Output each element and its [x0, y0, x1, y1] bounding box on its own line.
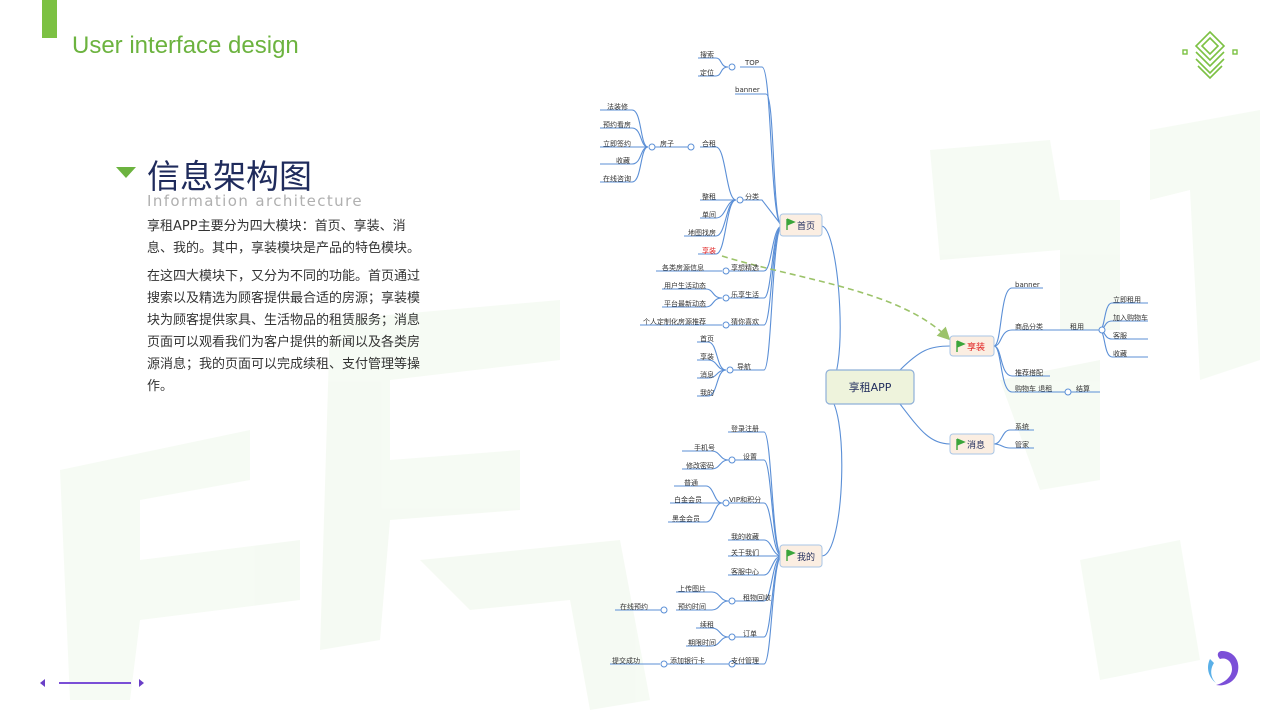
node-payment: 支付管理 — [731, 656, 759, 665]
node-select: 享想精选 — [731, 263, 759, 272]
node-nav-xz: 享装 — [700, 352, 714, 361]
description-paragraph-2: 在这四大模块下，又分为不同的功能。首页通过搜索以及精选为顾客提供最合适的房源；享… — [147, 269, 421, 394]
node-map-search: 地图找房 — [688, 228, 716, 237]
node-search: 搜索 — [700, 50, 714, 59]
green-flag-icon — [786, 549, 796, 561]
module-xiangzhuang: 享装 — [967, 341, 985, 353]
node-platform-news: 平台最新动态 — [664, 299, 706, 308]
green-flag-icon — [956, 340, 966, 352]
node-banner: banner — [735, 86, 760, 94]
node-about: 关于我们 — [731, 548, 759, 557]
node-category: 分类 — [745, 192, 759, 201]
node-single-room: 单间 — [702, 210, 716, 219]
node-personal-rec: 个人定制化房源推荐 — [643, 317, 706, 326]
module-mine: 我的 — [797, 551, 815, 563]
node-listings-info: 各类房源信息 — [662, 263, 704, 272]
module-messages: 消息 — [967, 439, 985, 451]
node-nav-home: 首页 — [700, 334, 714, 343]
node-settings: 设置 — [743, 452, 757, 461]
node-goods-category: 商品分类 — [1015, 322, 1043, 331]
pager-progress-line — [59, 682, 131, 684]
node-whole-rent: 整租 — [702, 192, 716, 201]
node-nav-msg: 消息 — [700, 370, 714, 379]
section-title: 信息架构图 — [147, 157, 312, 196]
triangle-down-icon — [116, 167, 136, 178]
node-book-viewing: 预约看房 — [603, 120, 631, 129]
node-settle: 结算 — [1076, 384, 1090, 393]
description-paragraph-1: 享租APP主要分为四大模块：首页、享装、消息、我的。其中，享装模块是产品的特色模… — [147, 219, 421, 256]
node-xz-banner: banner — [1015, 281, 1040, 289]
green-flag-icon — [956, 438, 966, 450]
node-bank-card: 添加银行卡 — [670, 656, 705, 665]
link-arrow — [721, 255, 951, 341]
green-flag-icon — [786, 218, 796, 230]
node-book-time: 预约时间 — [678, 602, 706, 611]
node-guess: 猜你喜欢 — [731, 317, 759, 326]
node-user-life: 用户生活动态 — [664, 281, 706, 290]
node-my-fav: 我的收藏 — [731, 532, 759, 541]
swirl-logo-icon — [1208, 651, 1239, 686]
node-vip: VIP和积分 — [729, 495, 761, 504]
node-normal: 普通 — [684, 478, 698, 487]
diamond-lattice-icon — [1182, 30, 1238, 80]
node-change-pwd: 修改密码 — [686, 461, 714, 470]
node-find-decor: 法装修 — [607, 102, 628, 111]
node-silver: 白金会员 — [674, 495, 702, 504]
node-location: 定位 — [700, 68, 714, 77]
prev-arrow-icon[interactable] — [40, 679, 45, 687]
node-add-cart: 加入购物车 — [1113, 313, 1148, 322]
page-title: User interface design — [72, 32, 299, 59]
node-xiangzhuang-link: 享装 — [702, 246, 716, 255]
node-favorites: 收藏 — [616, 156, 630, 165]
root-node: 享租APP — [849, 380, 892, 394]
node-recommend: 推荐搭配 — [1015, 368, 1043, 377]
node-login: 登录注册 — [731, 424, 759, 433]
node-renew: 续租 — [700, 620, 714, 629]
node-system: 系统 — [1015, 422, 1029, 431]
node-top: TOP — [744, 59, 759, 67]
node-order: 订单 — [743, 629, 757, 638]
module-home: 首页 — [797, 220, 815, 232]
node-expire: 期限时间 — [688, 638, 716, 647]
node-manager: 管家 — [1015, 440, 1029, 449]
node-nav-mine: 我的 — [700, 388, 714, 397]
node-gold: 黑金会员 — [672, 514, 700, 523]
node-favorite: 收藏 — [1113, 349, 1127, 358]
node-rent-now: 立即租用 — [1113, 295, 1141, 304]
node-submit-ok: 提交成功 — [612, 656, 640, 665]
section-subtitle: Information architecture — [147, 192, 363, 210]
node-house: 房子 — [660, 139, 674, 148]
header-accent-bar — [42, 0, 57, 38]
node-help: 客服中心 — [731, 567, 759, 576]
node-recycle: 租物回收 — [743, 593, 771, 602]
node-rent: 租用 — [1070, 323, 1084, 331]
node-life: 乐享生活 — [731, 290, 759, 299]
node-sign-now: 立即签约 — [603, 139, 631, 148]
next-arrow-icon[interactable] — [139, 679, 144, 687]
node-nav: 导航 — [737, 362, 751, 371]
node-upload: 上传图片 — [678, 584, 706, 593]
node-cart-rent: 购物车 退租 — [1015, 384, 1052, 393]
node-cotenancy: 合租 — [702, 139, 716, 148]
slide-pager[interactable] — [40, 676, 150, 690]
node-phone: 手机号 — [694, 443, 715, 452]
node-online-book: 在线预约 — [620, 602, 648, 611]
node-service: 客服 — [1113, 331, 1127, 340]
node-online-consult: 在线咨询 — [603, 174, 631, 183]
